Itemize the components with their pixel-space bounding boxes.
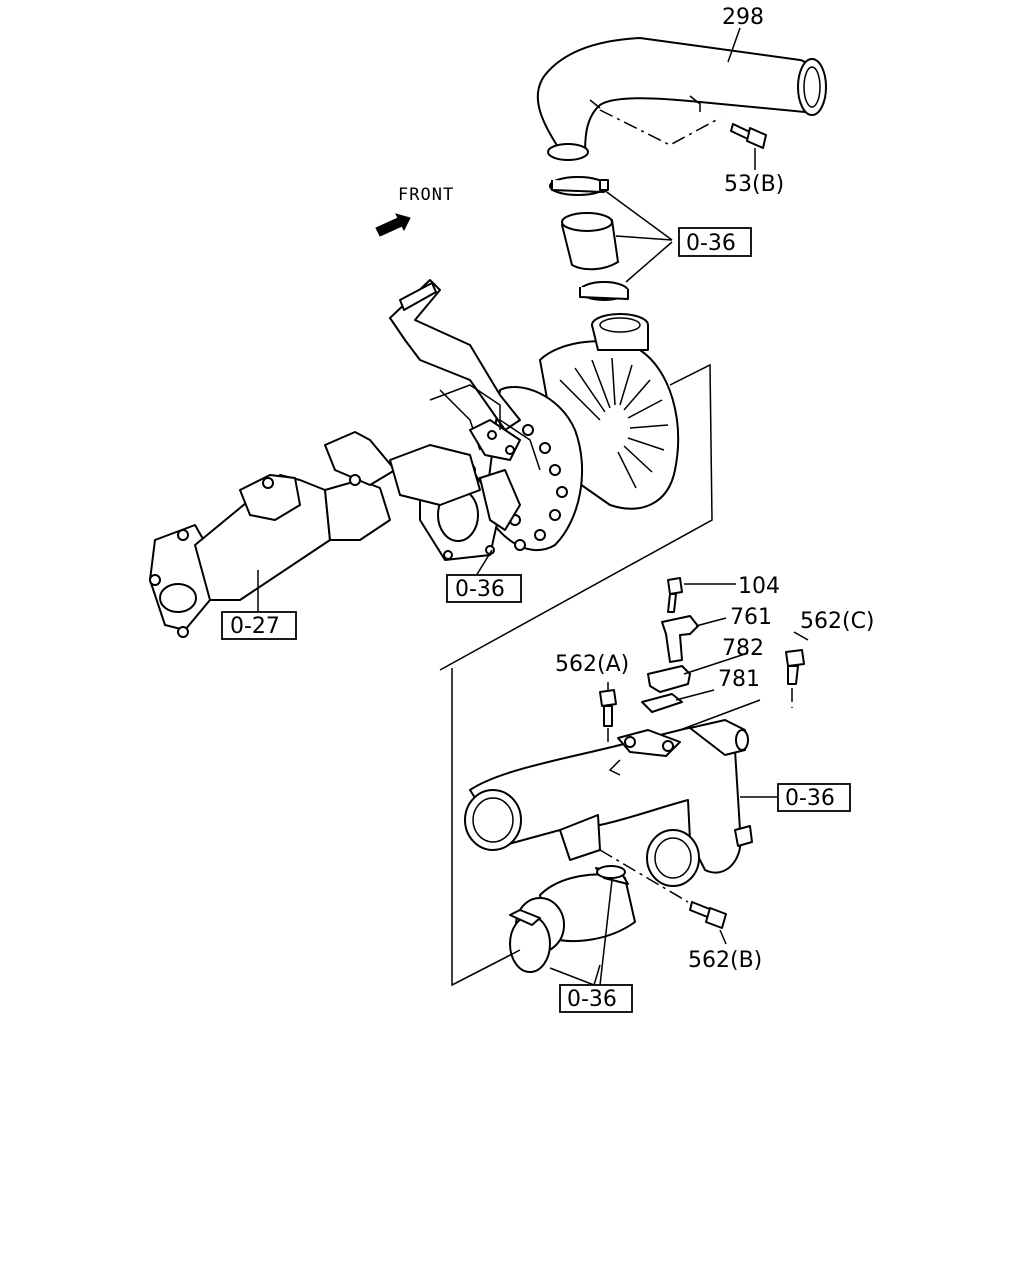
bolt-104 [667,577,683,613]
ref-4: 0-36 [785,786,835,811]
ref-box-4 [777,783,851,812]
front-arrow-icon [375,213,411,237]
callout-761: 761 [730,605,772,630]
sensor-761 [661,615,699,663]
boundary-upper [439,363,713,671]
intake-manifold-pipe [464,719,753,887]
callout-782: 782 [722,636,764,661]
bracket-782 [647,665,691,693]
hose-lower [509,865,636,973]
exhaust-pipe [149,384,501,638]
callout-53b: 53(B) [724,172,784,197]
hose-upper [561,212,619,271]
callout-104: 104 [738,574,780,599]
ref-box-1 [678,227,752,257]
hose-clamp-lower [579,281,629,301]
bolt-562a [599,689,617,727]
gasket-781 [641,693,683,713]
ref-box-2 [446,574,522,603]
callout-562a: 562(A) [555,652,629,677]
callout-562b: 562(B) [688,948,762,973]
intake-pipe-298 [536,37,827,161]
ref-box-3 [221,611,297,640]
ref-3: 0-27 [230,614,280,639]
pipe-hidden-line [599,109,721,146]
bolt-53b [730,123,767,149]
front-label: FRONT [398,185,454,205]
ref-1: 0-36 [686,231,736,256]
bolt-562c [785,649,805,685]
callout-298: 298 [722,5,764,30]
callout-562c: 562(C) [800,609,875,634]
ref-5: 0-36 [567,987,617,1012]
hose-clamp-upper [549,176,609,196]
ref-box-5 [559,984,633,1013]
callout-781: 781 [718,667,760,692]
turbocharger [389,279,679,561]
ref-2: 0-36 [455,577,505,602]
bolt-562b [689,901,727,929]
